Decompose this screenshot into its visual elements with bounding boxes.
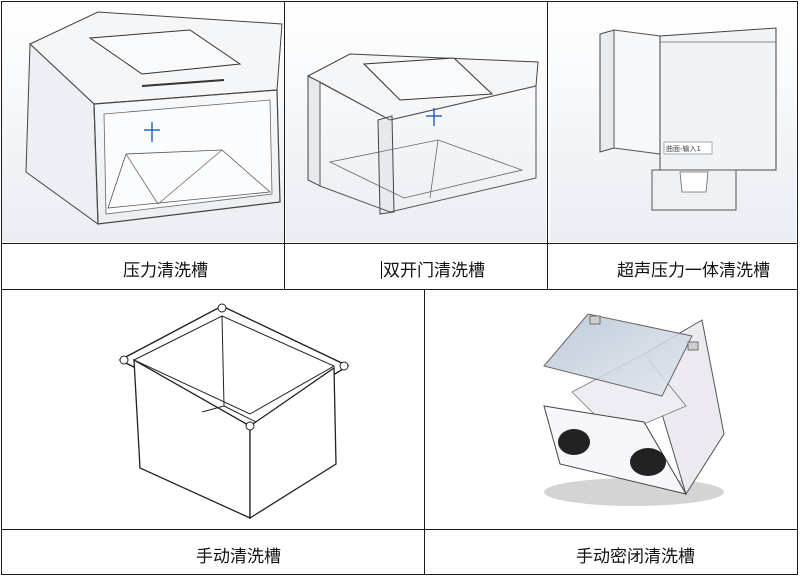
double-door-tank-image (286, 2, 546, 242)
sealed-tank-image (543, 313, 725, 506)
annotation-label: 曲面-输入1 (666, 144, 701, 153)
cell-caption-ultrasonic-tank (548, 244, 797, 290)
caption-sealed-tank: 手动密闭清洗槽 (576, 547, 695, 567)
pressure-tank-image (2, 2, 284, 242)
text-cursor (381, 261, 382, 279)
cell-image-pressure-tank (2, 2, 285, 244)
cell-caption-double-door-tank (285, 244, 548, 290)
caption-ultrasonic-tank: 超声压力一体清洗槽 (617, 261, 770, 281)
cell-image-ultrasonic-tank (548, 2, 797, 244)
cell-image-double-door-tank (285, 2, 548, 244)
ultrasonic-tank-image: 曲面-输入1 (550, 2, 796, 242)
caption-pressure-tank: 压力清洗槽 (123, 261, 208, 281)
manual-tank-image (118, 303, 350, 520)
caption-double-door-tank-text: 双开门清洗槽 (383, 261, 485, 281)
cell-image-manual-tank (2, 290, 425, 530)
caption-manual-tank: 手动清洗槽 (196, 547, 281, 567)
cell-caption-pressure-tank (2, 244, 285, 290)
caption-double-door-tank: 双开门清洗槽 (381, 256, 485, 281)
cell-caption-manual-tank (2, 530, 425, 574)
cell-image-sealed-tank (425, 290, 797, 530)
